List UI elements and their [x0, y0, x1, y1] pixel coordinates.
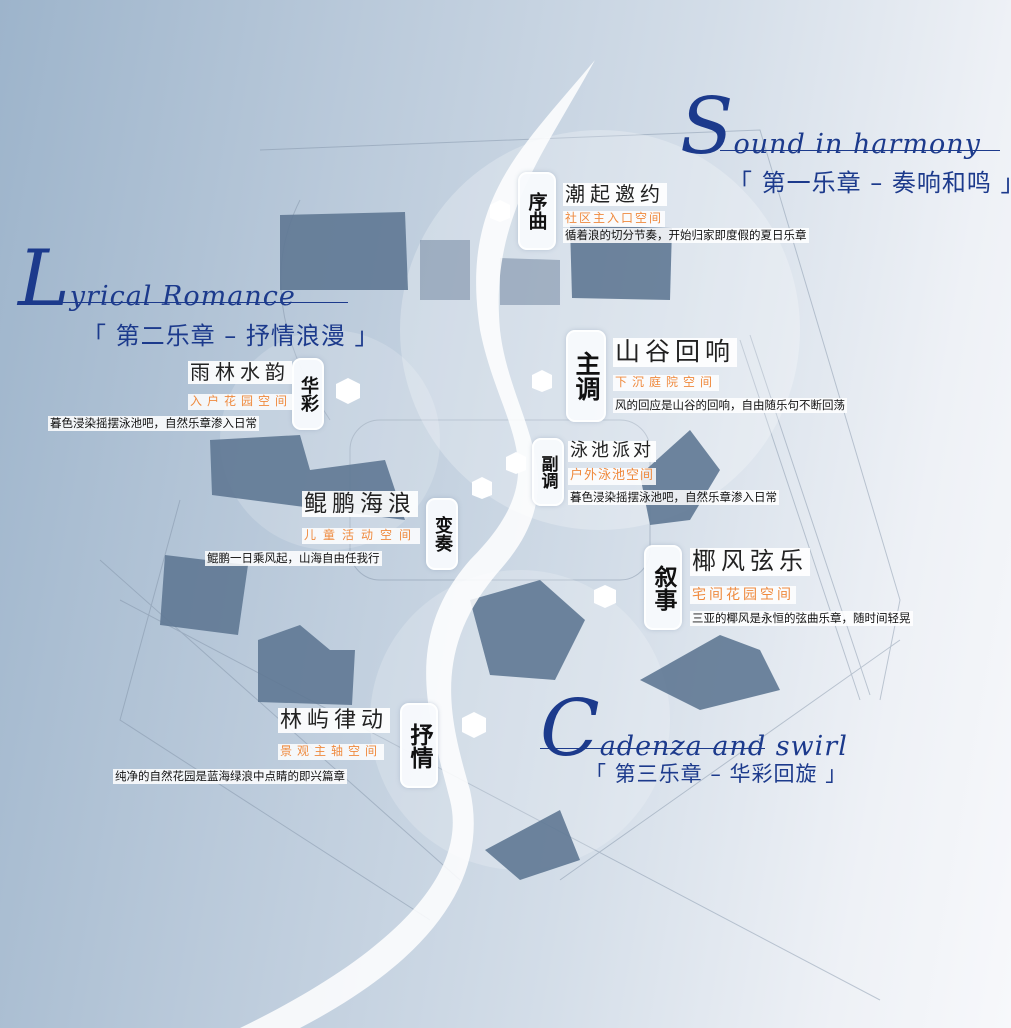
- spot-desc: 纯净的自然花园是蓝海绿浪中点睛的即兴篇章: [113, 769, 347, 784]
- chapter-2-title: 「 第二乐章 – 抒情浪漫 」: [82, 322, 380, 350]
- badge-narrative: 叙事: [644, 545, 682, 630]
- spot-subtitle: 下沉庭院空间: [613, 375, 720, 391]
- spot-title: 潮起邀约: [563, 182, 667, 206]
- badge-cadenza: 华彩: [292, 358, 324, 430]
- spot-title: 山谷回响: [613, 337, 738, 367]
- spot-desc: 风的回应是山谷的回响，自由随乐句不断回荡: [613, 398, 847, 413]
- badge-sub-theme: 副调: [532, 438, 564, 506]
- spot-desc: 鲲鹏一日乘风起，山海自由任我行: [205, 551, 382, 566]
- spot-subtitle: 宅间花园空间: [690, 586, 796, 605]
- chapter-3-title: 「 第三乐章 – 华彩回旋 」: [585, 762, 848, 786]
- chapter-3-script-title: Cadenza and swirl: [540, 684, 848, 774]
- spot-subtitle: 景观主轴空间: [278, 744, 385, 760]
- spot-title: 林屿律动: [278, 708, 391, 734]
- badge-main-theme: 主调: [566, 330, 606, 422]
- spot-title: 椰风弦乐: [690, 547, 810, 576]
- buildings: [160, 212, 780, 880]
- spot-title: 泳池派对: [568, 440, 656, 462]
- spot-subtitle: 社区主入口空间: [563, 211, 666, 227]
- badge-lyrical: 抒情: [400, 703, 438, 788]
- spot-subtitle: 儿童活动空间: [302, 528, 421, 544]
- spot-desc: 循着浪的切分节奏，开始归家即度假的夏日乐章: [563, 228, 809, 243]
- badge-variation: 变奏: [426, 498, 458, 570]
- spot-desc: 三亚的椰风是永恒的弦曲乐章，随时间轻晃: [690, 611, 913, 626]
- spot-subtitle: 户外泳池空间: [568, 468, 657, 485]
- spot-title: 鲲鹏海浪: [302, 491, 418, 518]
- spot-desc: 暮色浸染摇摆泳池吧，自然乐章渗入日常: [48, 416, 259, 431]
- chapter-2-script-title: Lyrical Romance: [18, 240, 348, 318]
- chapter-1-title: 「 第一乐章 – 奏响和鸣 」: [728, 169, 1011, 197]
- hexagon-marker: [490, 200, 510, 222]
- spot-subtitle: 入户花园空间: [188, 394, 295, 410]
- spot-title: 雨林水韵: [188, 360, 292, 384]
- chapter-1-script-title: Sound in harmony: [680, 88, 1000, 166]
- badge-prelude: 序曲: [518, 172, 556, 250]
- spot-desc: 暮色浸染摇摆泳池吧，自然乐章渗入日常: [568, 490, 779, 505]
